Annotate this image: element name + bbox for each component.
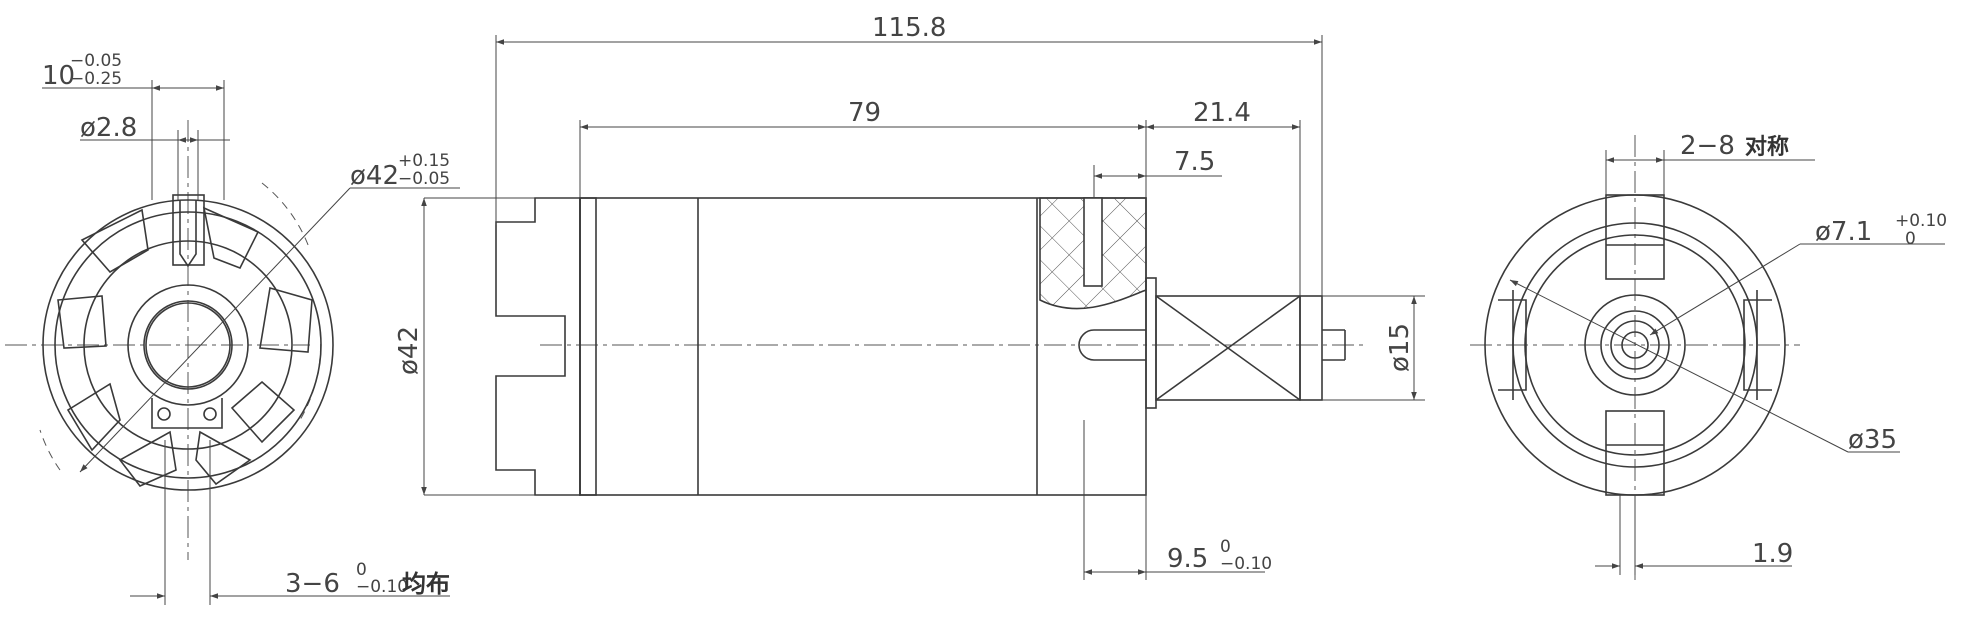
slot-note: 均布 xyxy=(402,570,450,598)
body-length-label: 79 xyxy=(848,98,881,128)
slot-tol-upper: 0 xyxy=(356,560,367,580)
slot-main-label: 3−6 xyxy=(285,569,340,599)
pilot-tol-upper: 0 xyxy=(1220,537,1231,557)
bore-tol-upper: +0.10 xyxy=(1895,211,1947,231)
boss-length-label: 7.5 xyxy=(1174,147,1215,177)
body-dia-label: ø42 xyxy=(394,326,424,375)
outer-tol-upper: +0.15 xyxy=(398,151,450,171)
hole-dia-label: ø2.8 xyxy=(80,113,137,143)
shaft-dia-label: ø15 xyxy=(1385,323,1415,372)
bore-tol-lower: 0 xyxy=(1905,229,1916,249)
bore-dia-label: ø7.1 xyxy=(1815,217,1872,247)
flat-tol-lower: −0.25 xyxy=(70,69,122,89)
left-end-view xyxy=(5,80,460,605)
pilot-main-label: 9.5 xyxy=(1167,544,1208,574)
side-view xyxy=(421,35,1425,580)
flange-dia-label: ø35 xyxy=(1848,425,1897,455)
overall-length-label: 115.8 xyxy=(872,13,946,43)
pilot-tol-lower: −0.10 xyxy=(1220,554,1272,574)
offset-label: 1.9 xyxy=(1752,539,1793,569)
outer-tol-lower: −0.05 xyxy=(398,169,450,189)
pin-count-label: 2−8 xyxy=(1680,131,1735,161)
slot-tol-lower: −0.10 xyxy=(356,577,408,597)
pin-note: 对称 xyxy=(1745,134,1789,160)
front-length-label: 21.4 xyxy=(1193,98,1251,128)
right-end-view xyxy=(1470,135,1945,580)
flat-tol-upper: −0.05 xyxy=(70,51,122,71)
outer-dia-tol-label: ø42 xyxy=(350,161,399,191)
flat-width-label: 10 xyxy=(42,61,75,91)
